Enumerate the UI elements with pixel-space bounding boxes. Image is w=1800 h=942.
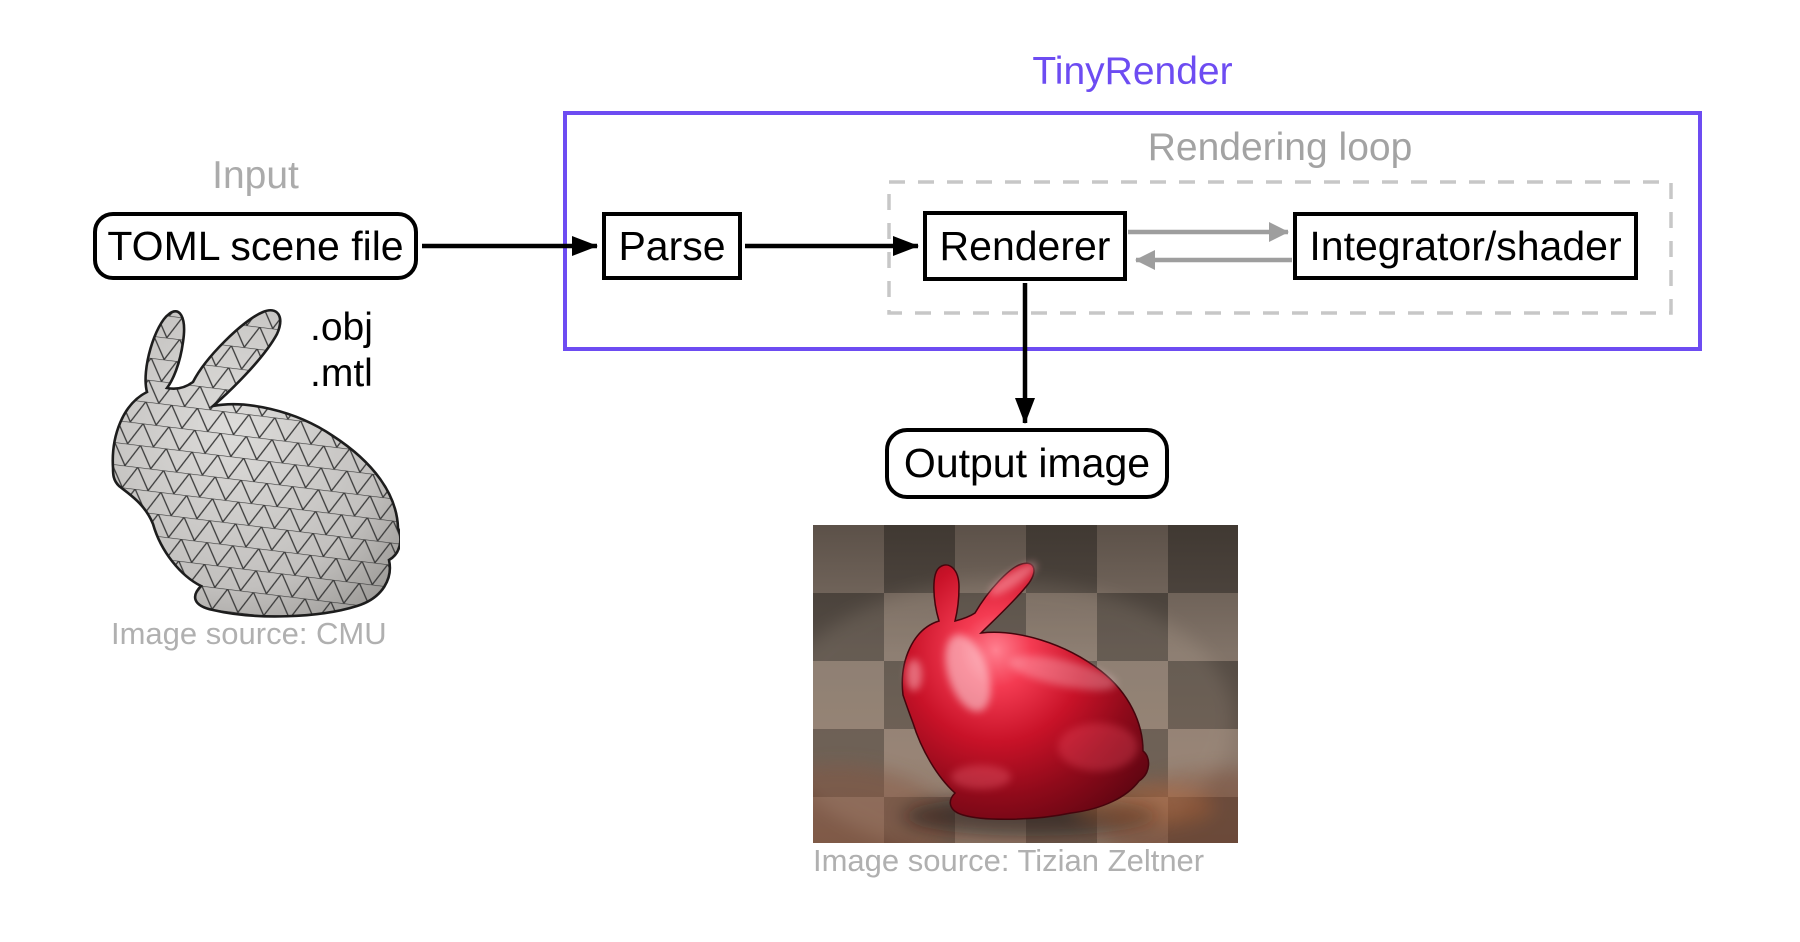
node-parse: Parse bbox=[602, 212, 742, 280]
node-toml-scene-file-label: TOML scene file bbox=[107, 222, 404, 269]
rendering-loop-label: Rendering loop bbox=[1147, 126, 1413, 169]
node-parse-label: Parse bbox=[618, 222, 726, 269]
caption-image-source-cmu: Image source: CMU bbox=[111, 616, 387, 651]
node-integrator-shader-label: Integrator/shader bbox=[1309, 222, 1622, 269]
node-integrator-shader: Integrator/shader bbox=[1293, 212, 1638, 280]
tinyrender-title: TinyRender bbox=[1032, 50, 1233, 93]
bunny-highlights bbox=[906, 562, 1138, 789]
node-output-image: Output image bbox=[885, 428, 1169, 499]
mtl-file-label: .mtl bbox=[310, 352, 373, 395]
caption-image-source-tizian-zeltner: Image source: Tizian Zeltner bbox=[813, 843, 1205, 878]
wireframe-bunny-image bbox=[111, 309, 400, 618]
bunny-render bbox=[901, 562, 1215, 836]
node-toml-scene-file: TOML scene file bbox=[93, 212, 418, 280]
tinyrender-container-box bbox=[563, 111, 1702, 351]
obj-file-label: .obj bbox=[310, 306, 373, 349]
wireframe-bunny-mesh bbox=[111, 309, 400, 618]
rendering-loop-dashed-border bbox=[887, 180, 1673, 315]
input-label: Input bbox=[212, 154, 299, 197]
node-renderer-label: Renderer bbox=[939, 222, 1111, 269]
node-output-image-label: Output image bbox=[903, 440, 1151, 486]
node-renderer: Renderer bbox=[923, 211, 1127, 281]
rendered-bunny-image bbox=[813, 525, 1238, 843]
